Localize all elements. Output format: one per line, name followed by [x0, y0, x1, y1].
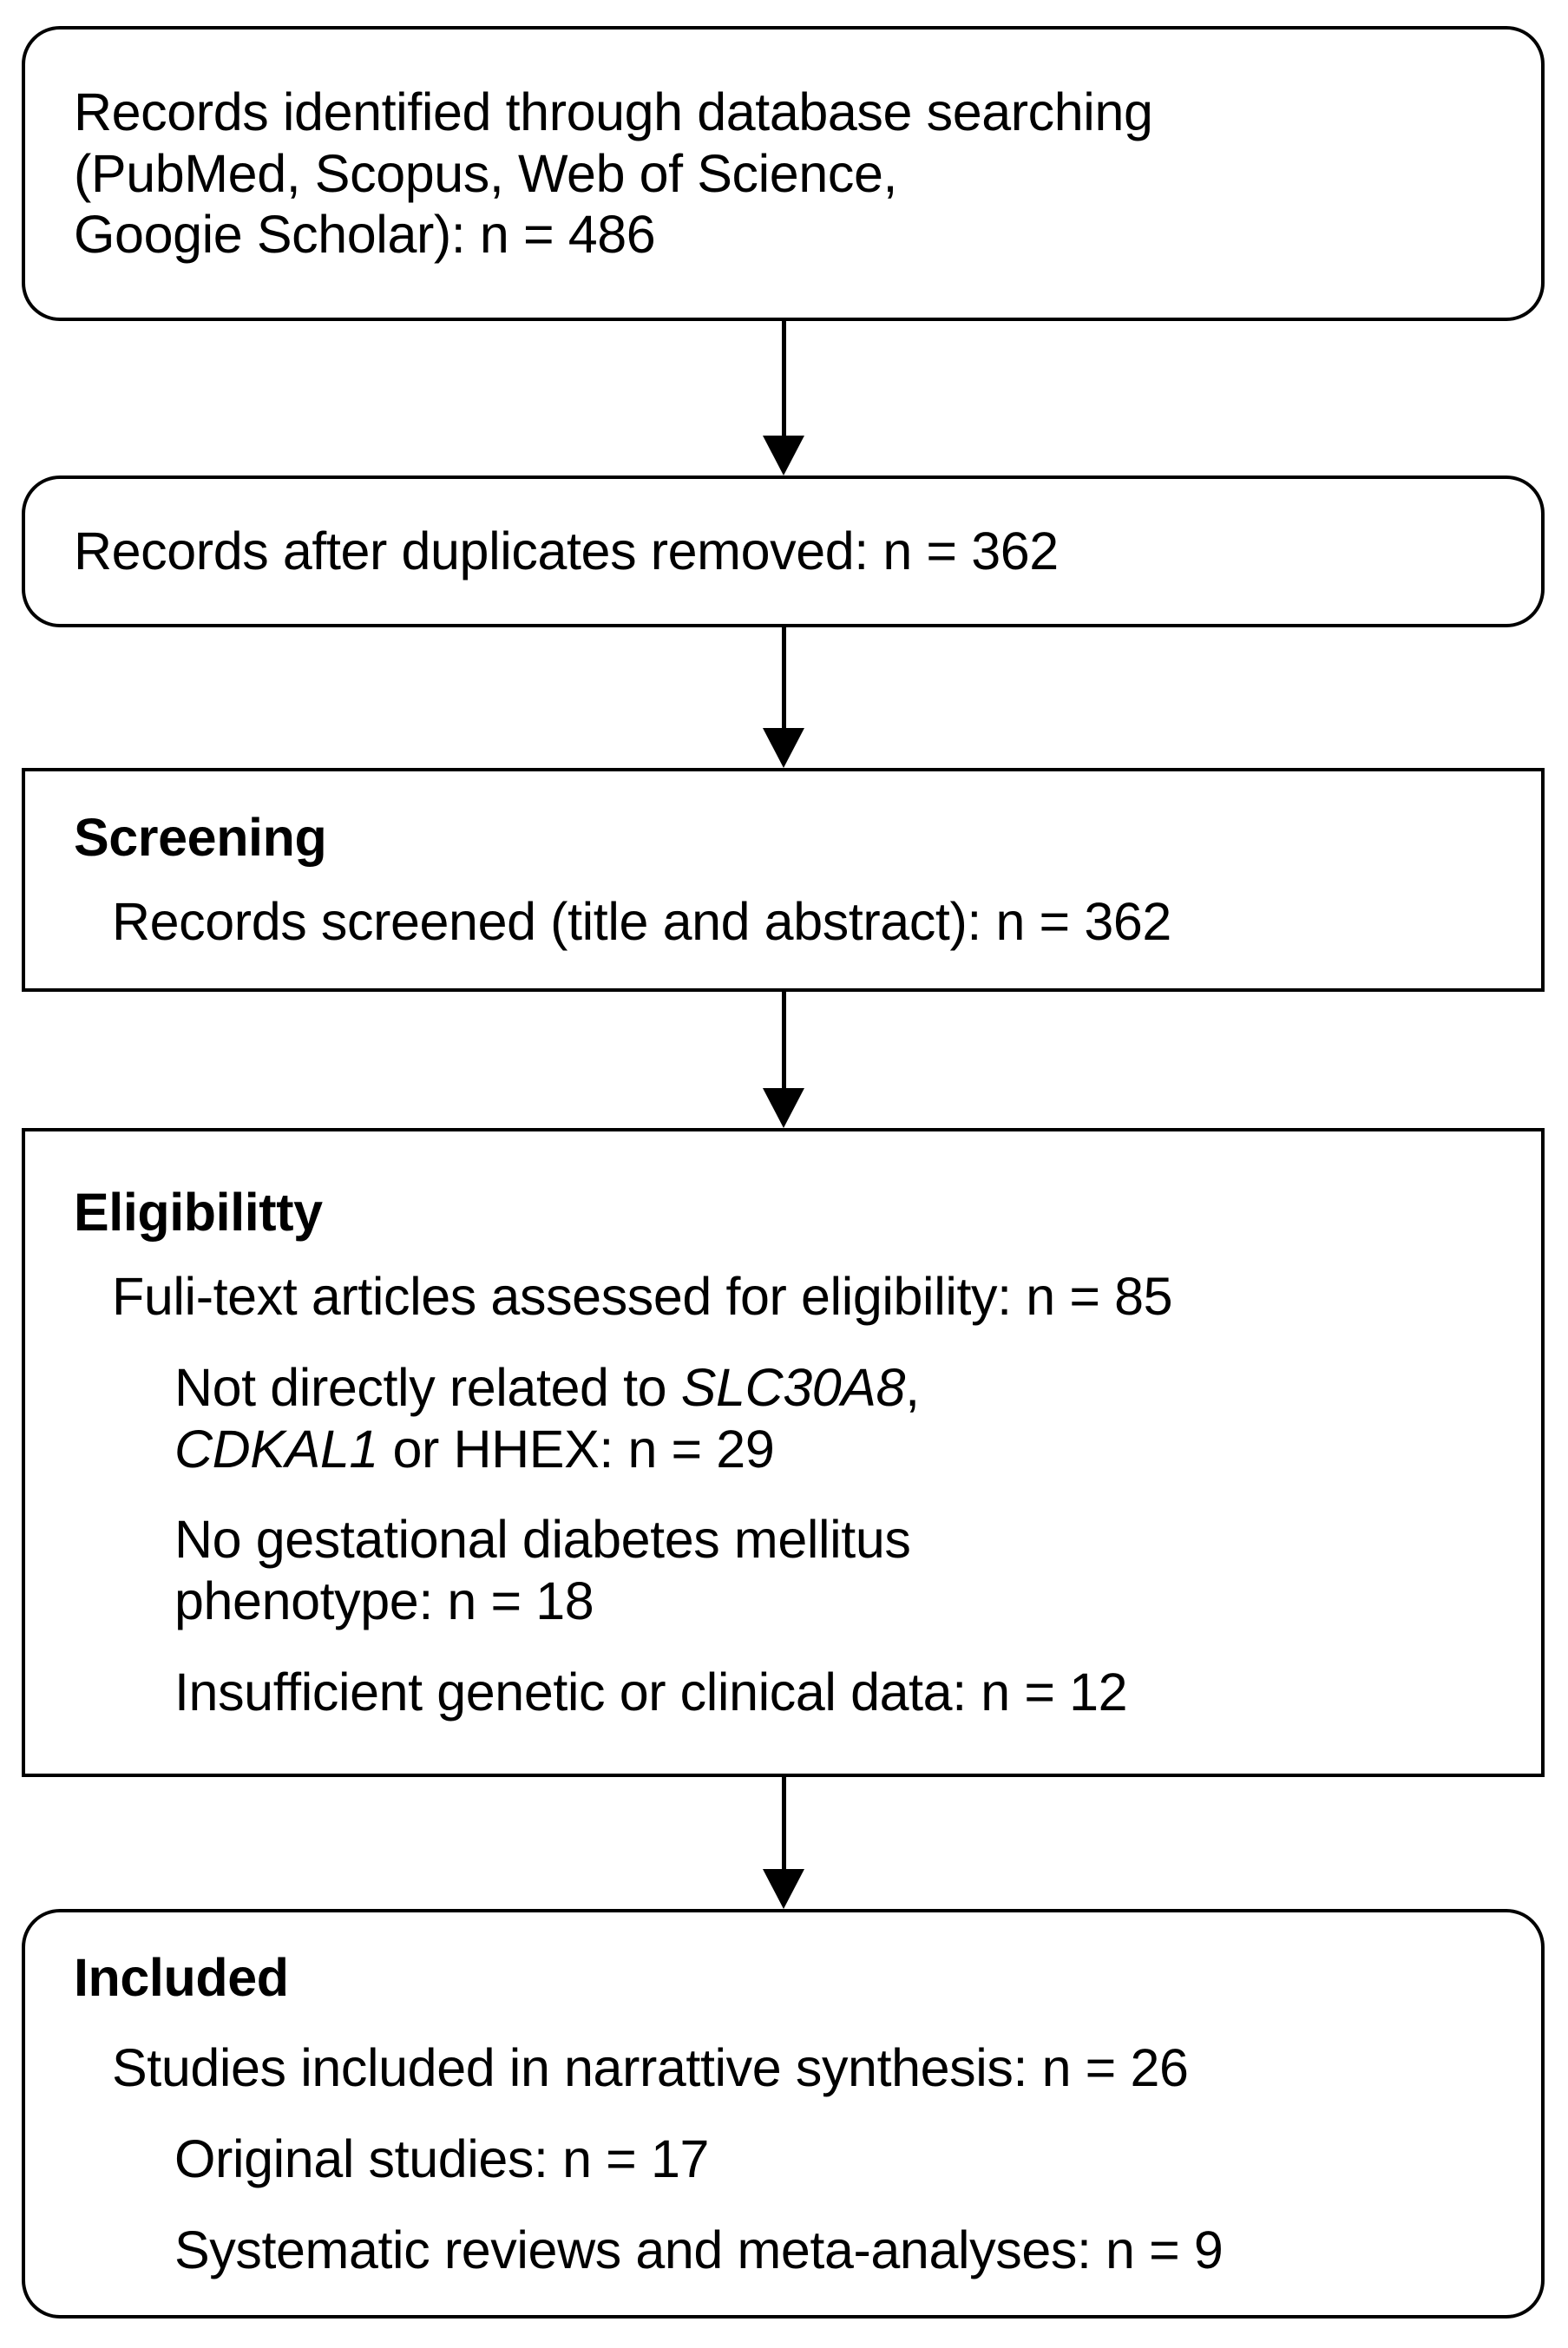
gene-cdkal1: CDKAL1 — [174, 1419, 378, 1479]
screening-item-1: Records screened (title and abstract): n… — [112, 892, 1171, 951]
node-screening: Screening Records screened (title and ab… — [22, 768, 1545, 992]
identification-line-1: Records identified through database sear… — [74, 82, 1153, 141]
eligibility-heading: Eligibilitty — [74, 1183, 323, 1243]
exclusion-1-mid: , — [905, 1357, 920, 1417]
eligibility-exclusion-1-line-2: CDKAL1 or HHEX: n = 29 — [174, 1419, 1493, 1480]
arrow-identification-to-duplicates — [763, 321, 804, 476]
gene-slc30a8: SLC30A8 — [680, 1357, 906, 1417]
eligibility-item-1: Fuli-text articles assessed for eligibil… — [112, 1267, 1173, 1327]
identification-line-3: Googie Scholar): n = 486 — [74, 205, 656, 265]
node-identification-content: Records identified through database sear… — [25, 82, 1541, 266]
node-duplicates-removed: Records after duplicates removed: n = 36… — [22, 476, 1545, 627]
exclusion-1-suffix: or HHEX: n = 29 — [377, 1419, 775, 1479]
included-item-1: Studies included in narrattive synthesis… — [112, 2038, 1189, 2098]
eligibility-exclusion-3-line-1: Insufficient genetic or clinical data: n… — [174, 1662, 1128, 1722]
node-identification: Records identified through database sear… — [22, 26, 1545, 321]
eligibility-exclusion-2-line-2: phenotype: n = 18 — [174, 1571, 594, 1631]
arrow-duplicates-to-screening — [763, 627, 804, 768]
node-duplicates-removed-content: Records after duplicates removed: n = 36… — [25, 521, 1541, 582]
included-subitem-1: Original studies: n = 17 — [174, 2129, 710, 2188]
exclusion-1-prefix: Not directly related to — [174, 1357, 681, 1417]
screening-heading: Screening — [74, 808, 327, 868]
node-included-content: Included Studies included in narrattive … — [25, 1947, 1541, 2281]
eligibility-exclusion-1-line-1: Not directly related to SLC30A8, — [174, 1357, 1493, 1419]
eligibility-exclusion-2-line-1: No gestational diabetes mellitus — [174, 1510, 911, 1570]
duplicates-removed-line-1: Records after duplicates removed: n = 36… — [74, 521, 1059, 581]
node-screening-content: Screening Records screened (title and ab… — [25, 807, 1541, 953]
included-subitem-2: Systematic reviews and meta-analyses: n … — [174, 2220, 1224, 2279]
identification-line-2: (PubMed, Scopus, Web of Science, — [74, 143, 898, 203]
node-eligibility-content: Eligibilitty Fuli-text articles assessed… — [25, 1182, 1541, 1722]
arrow-eligibility-to-included — [763, 1777, 804, 1909]
node-eligibility: Eligibilitty Fuli-text articles assessed… — [22, 1128, 1545, 1777]
node-included: Included Studies included in narrattive … — [22, 1909, 1545, 2318]
included-heading: Included — [74, 1947, 289, 2007]
arrow-screening-to-eligibility — [763, 992, 804, 1128]
